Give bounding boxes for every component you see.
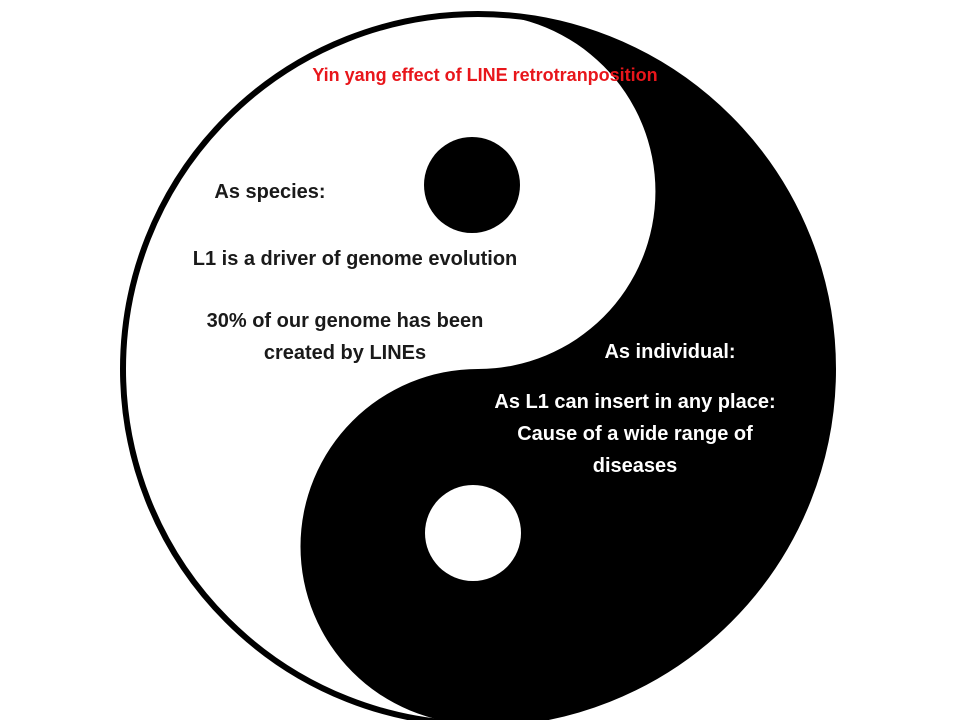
individual-line-1: As L1 can insert in any place: [494, 391, 776, 413]
individual-heading: As individual: [604, 341, 736, 363]
species-driver-text: L1 is a driver of genome evolution [192, 248, 518, 270]
yang-dot-white [425, 485, 521, 581]
individual-line-2: Cause of a wide range of [517, 423, 753, 445]
slide-title: Yin yang effect of LINE retrotranpositio… [312, 65, 658, 85]
species-genome-text: 30% of our genome has been created by LI… [140, 305, 550, 369]
species-heading: As species: [214, 181, 326, 203]
individual-line-3: diseases [592, 455, 678, 477]
individual-text: As L1 can insert in any place: Cause of … [440, 386, 830, 482]
species-genome-line-2: created by LINEs [263, 342, 427, 364]
species-genome-line-1: 30% of our genome has been [206, 310, 484, 332]
yin-dot-black [424, 137, 520, 233]
